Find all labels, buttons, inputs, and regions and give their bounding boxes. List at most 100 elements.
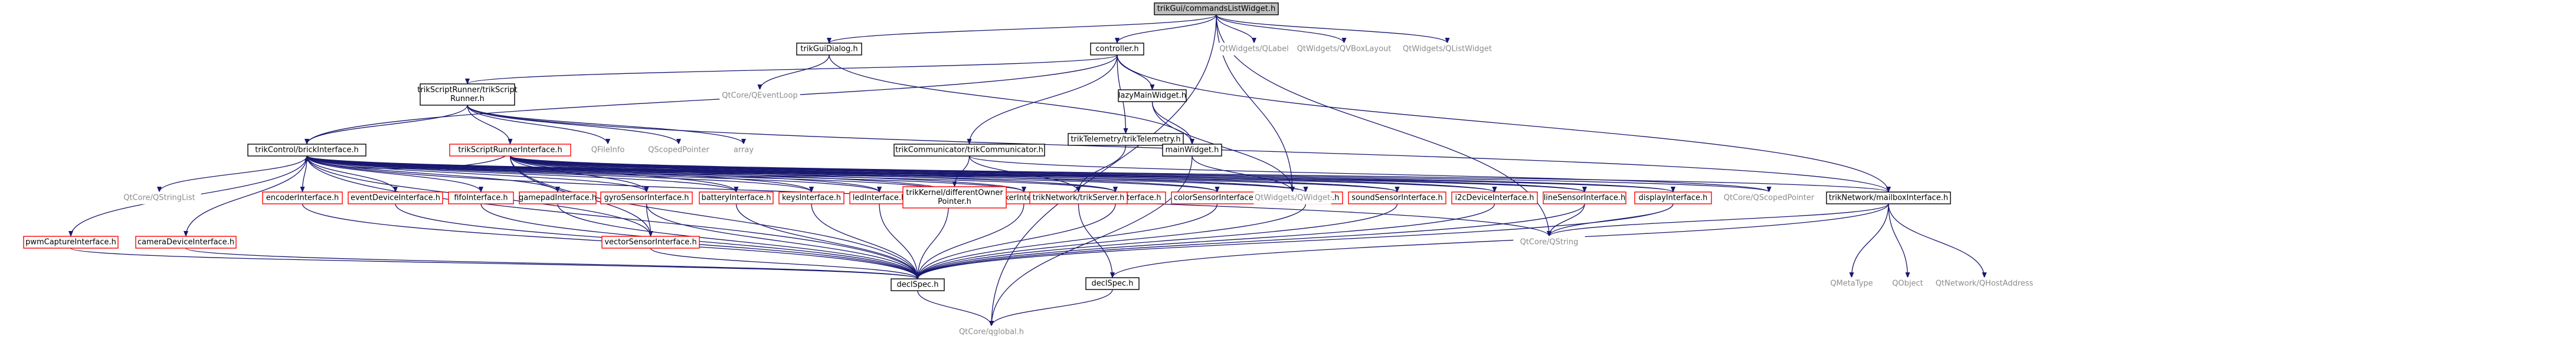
edge-mailbox-to-decl-spec2 <box>1110 203 1889 278</box>
edge-brick-if-to-decl-spec1 <box>306 155 920 279</box>
node-script-runner[interactable]: trikScriptRunner/trikScriptRunner.h <box>417 83 518 106</box>
node-battery[interactable]: batteryInterface.h <box>699 191 774 204</box>
node-commun[interactable]: trikCommunicator/trikCommunicator.h <box>893 144 1045 157</box>
node-event-dev[interactable]: eventDeviceInterface.h <box>348 191 443 204</box>
node-root[interactable]: trikGui/commandsListWidget.h <box>1154 2 1279 15</box>
edge-line-sensor-to-decl-spec1 <box>915 203 1585 279</box>
node-box <box>449 144 571 157</box>
node-gamepad[interactable]: gamepadInterface.h <box>519 191 597 204</box>
node-label: i2cDeviceInterface.h <box>1455 194 1534 203</box>
node-label: keysInterface.h <box>782 194 841 203</box>
node-qstring[interactable]: QtCore/QString <box>1513 236 1585 249</box>
edge-keys-to-decl-spec1 <box>811 203 920 279</box>
edge-display-to-decl-spec1 <box>915 203 1674 279</box>
node-pwm-capture[interactable]: pwmCaptureInterface.h <box>23 236 119 249</box>
node-label: gamepadInterface.h <box>519 194 597 203</box>
node-label: QtCore/QScopedPointer <box>1724 194 1815 203</box>
node-box <box>1823 277 1880 290</box>
node-box <box>1162 144 1222 157</box>
node-color-sensor[interactable]: colorSensorInterface.h <box>1171 191 1264 204</box>
node-qfileinfo[interactable]: QFileInfo <box>581 144 635 157</box>
node-display[interactable]: displayInterface.h <box>1634 191 1712 204</box>
node-qmetatype[interactable]: QMetaType <box>1823 277 1880 290</box>
node-box <box>448 191 514 204</box>
node-label: encoderInterface.h <box>266 194 339 203</box>
node-qlabel[interactable]: QtWidgets/QLabel <box>1218 43 1290 56</box>
edge-sr-if-to-gyro <box>509 155 649 193</box>
edge-root-to-qlistw <box>1216 14 1450 44</box>
node-label: batteryInterface.h <box>701 194 771 203</box>
node-label: lineSensorInterface.h <box>1544 194 1626 203</box>
edge-brick-if-to-obj-sensor <box>306 155 1118 193</box>
node-mailbox[interactable]: trikNetwork/mailboxInterface.h <box>1826 191 1951 204</box>
node-led[interactable]: ledInterface.h <box>849 191 909 204</box>
edge-root-to-qlabel <box>1216 14 1256 44</box>
node-fifo[interactable]: fifoInterface.h <box>448 191 514 204</box>
node-label: QtWidgets/QWidget <box>1255 194 1330 203</box>
node-line-sensor[interactable]: lineSensorInterface.h <box>1543 191 1626 204</box>
edge-root-to-qvbox <box>1216 14 1347 44</box>
node-box <box>1826 191 1951 204</box>
node-decl-spec1[interactable]: declSpec.h <box>891 278 945 291</box>
node-trik-server[interactable]: trikNetwork/trikServer.h <box>1029 191 1128 204</box>
node-label: eventDeviceInterface.h <box>351 194 440 203</box>
node-box <box>1218 43 1290 56</box>
node-label: mainWidget.h <box>1166 146 1219 155</box>
node-label: trikControl/brickInterface.h <box>255 146 358 155</box>
edge-sr-if-to-battery <box>509 155 739 193</box>
node-box <box>1253 191 1331 204</box>
node-label: QtCore/QEventLoop <box>722 92 797 100</box>
node-gyro[interactable]: gyroSensorInterface.h <box>600 191 693 204</box>
node-qscopedptr[interactable]: QScopedPointer <box>643 144 715 157</box>
node-label: colorSensorInterface.h <box>1174 194 1261 203</box>
edge-controller-to-script-runner <box>465 54 1118 84</box>
node-trik-gui-dialog[interactable]: trikGuiDialog.h <box>796 43 862 56</box>
edge-sr-if-to-keys <box>509 155 814 193</box>
node-label: ledInterface.h <box>853 194 906 203</box>
node-sr-if[interactable]: trikScriptRunnerInterface.h <box>449 144 571 157</box>
node-box <box>1720 191 1818 204</box>
node-controller[interactable]: controller.h <box>1090 43 1144 56</box>
edge-telemetry-to-trik-server <box>1076 145 1127 193</box>
node-qobject[interactable]: QObject <box>1885 277 1930 290</box>
node-qeventloop[interactable]: QtCore/QEventLoop <box>719 89 800 102</box>
node-encoder[interactable]: encoderInterface.h <box>262 191 343 204</box>
node-brick-if[interactable]: trikControl/brickInterface.h <box>247 144 366 157</box>
node-label: gyroSensorInterface.h <box>604 194 689 203</box>
node-label: trikCommunicator/trikCommunicator.h <box>895 146 1043 155</box>
node-qstringlist[interactable]: QtCore/QStringList <box>117 191 201 204</box>
node-box <box>1348 191 1446 204</box>
node-qlistw[interactable]: QtWidgets/QListWidget <box>1398 43 1497 56</box>
node-label: QScopedPointer <box>648 146 709 155</box>
node-label: QMetaType <box>1830 279 1873 288</box>
edge-sr-if-to-sensor-if <box>509 155 1308 193</box>
node-label: soundSensorInterface.h <box>1351 194 1443 203</box>
node-telemetry[interactable]: trikTelemetry/trikTelemetry.h <box>1068 133 1184 146</box>
edge-battery-to-decl-spec1 <box>735 203 920 279</box>
edge-layer <box>68 14 1987 327</box>
node-vector-sensor[interactable]: vectorSensorInterface.h <box>601 236 700 249</box>
node-box <box>1154 2 1279 15</box>
node-label: QtWidgets/QLabel <box>1219 45 1289 54</box>
node-lazy-main[interactable]: lazyMainWidget.h <box>1118 89 1187 102</box>
edge-mailbox-to-qmetatype <box>1849 203 1889 278</box>
node-array[interactable]: array <box>725 144 762 157</box>
node-sound-sensor[interactable]: soundSensorInterface.h <box>1348 191 1446 204</box>
node-decl-spec2[interactable]: declSpec.h <box>1085 277 1140 290</box>
node-keys[interactable]: keysInterface.h <box>778 191 845 204</box>
node-qwidget[interactable]: QtWidgets/QWidget <box>1253 191 1331 204</box>
node-qtcore-scoped[interactable]: QtCore/QScopedPointer <box>1720 191 1818 204</box>
edge-brick-if-to-fifo <box>306 155 483 193</box>
node-label: QObject <box>1892 279 1923 288</box>
node-box <box>719 89 800 102</box>
node-box <box>796 43 862 56</box>
node-label: QtCore/QStringList <box>123 194 195 203</box>
node-qvbox[interactable]: QtWidgets/QVBoxLayout <box>1295 43 1393 56</box>
node-i2c[interactable]: i2cDeviceInterface.h <box>1451 191 1538 204</box>
node-qtglobal[interactable]: QtCore/qglobal.h <box>955 326 1027 339</box>
node-camera-dev[interactable]: cameraDeviceInterface.h <box>135 236 237 249</box>
node-qhostaddr[interactable]: QtNetwork/QHostAddress <box>1935 277 2034 290</box>
edge-sr-if-to-motor <box>509 155 951 193</box>
node-main-widget[interactable]: mainWidget.h <box>1162 144 1222 157</box>
